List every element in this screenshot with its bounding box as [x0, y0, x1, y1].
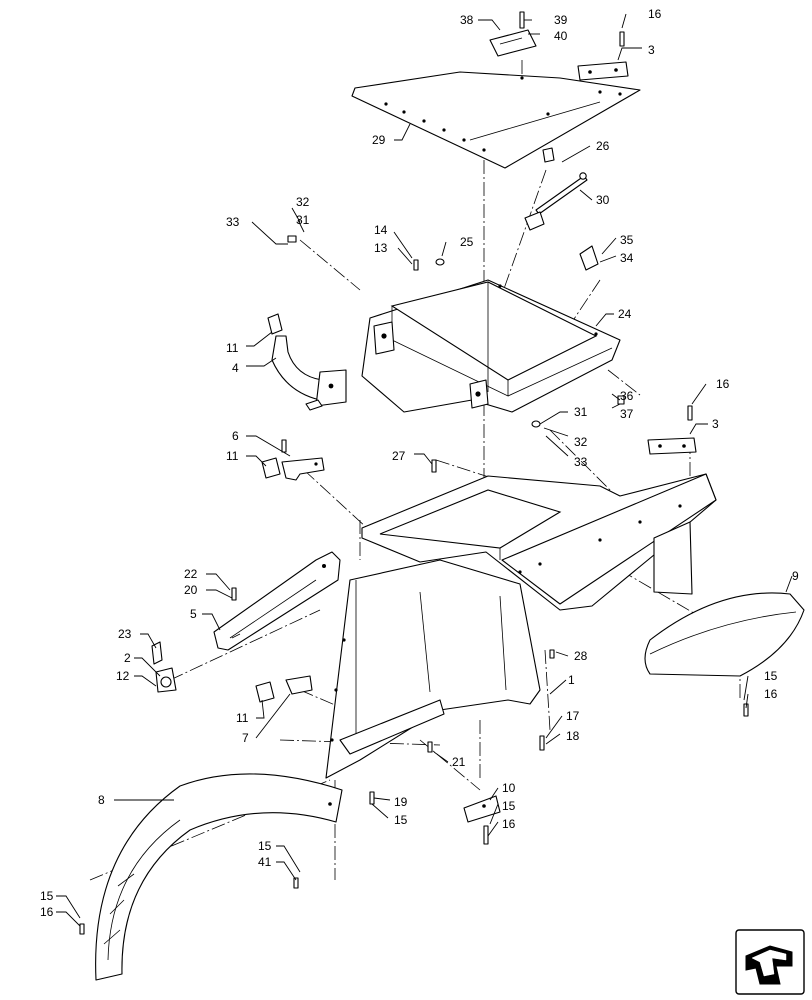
callout-30: 30 — [596, 193, 610, 207]
callout-32: 32 — [296, 195, 310, 209]
main-frame-housing — [325, 473, 717, 779]
callout-16: 16 — [716, 377, 730, 391]
callout-40: 40 — [554, 29, 568, 43]
upper-frame-box — [361, 279, 621, 413]
gas-strut — [524, 147, 599, 271]
callout-24: 24 — [618, 307, 632, 321]
callout-12: 12 — [116, 669, 130, 683]
support-arm — [213, 551, 341, 651]
callout-13: 13 — [374, 241, 388, 255]
callout-15: 15 — [40, 889, 54, 903]
mounting-plate-upper — [577, 61, 629, 81]
callout-3: 3 — [712, 417, 719, 431]
callout-2: 2 — [124, 651, 131, 665]
fender — [95, 773, 343, 981]
fasteners — [79, 11, 749, 935]
callout-25: 25 — [460, 235, 474, 249]
callout-33: 33 — [574, 455, 588, 469]
callout-11: 11 — [226, 449, 239, 463]
seat-pad — [644, 592, 805, 677]
callout-15: 15 — [258, 839, 272, 853]
callout-9: 9 — [792, 569, 799, 583]
callout-22: 22 — [184, 567, 198, 581]
callout-11: 11 — [226, 341, 239, 355]
callout-27: 27 — [392, 449, 406, 463]
leader-lines — [56, 13, 793, 927]
callout-35: 35 — [620, 233, 634, 247]
top-cover-plate — [351, 29, 641, 169]
callout-32: 32 — [574, 435, 588, 449]
callout-37: 37 — [620, 407, 634, 421]
callout-16: 16 — [648, 7, 662, 21]
next-page-arrow-icon[interactable] — [735, 929, 805, 995]
callout-16: 16 — [502, 817, 516, 831]
callout-34: 34 — [620, 251, 634, 265]
handle-rod — [267, 313, 347, 411]
alignment-lines — [89, 60, 741, 881]
callout-10: 10 — [502, 781, 516, 795]
callout-19: 19 — [394, 795, 408, 809]
callout-20: 20 — [184, 583, 198, 597]
callout-23: 23 — [118, 627, 132, 641]
callout-17: 17 — [566, 709, 580, 723]
callout-29: 29 — [372, 133, 386, 147]
callout-16: 16 — [40, 905, 54, 919]
callout-8: 8 — [98, 793, 105, 807]
callout-31: 31 — [296, 213, 310, 227]
callout-15: 15 — [502, 799, 516, 813]
callout-5: 5 — [190, 607, 197, 621]
small-bracket — [463, 795, 501, 823]
callout-39: 39 — [554, 13, 568, 27]
callout-1: 1 — [568, 673, 575, 687]
callout-7: 7 — [242, 731, 249, 745]
callout-6: 6 — [232, 429, 239, 443]
callout-38: 38 — [460, 13, 474, 27]
callout-28: 28 — [574, 649, 588, 663]
callout-18: 18 — [566, 729, 580, 743]
callout-26: 26 — [596, 139, 610, 153]
callout-3: 3 — [648, 43, 655, 57]
callout-36: 36 — [620, 389, 634, 403]
callout-labels: 38 39 40 16 3 29 26 30 33 32 31 14 13 25… — [40, 7, 799, 919]
callout-41: 41 — [258, 855, 272, 869]
callout-21: 21 — [452, 755, 466, 769]
callout-15: 15 — [764, 669, 778, 683]
callout-11: 11 — [236, 711, 249, 725]
callout-16: 16 — [764, 687, 778, 701]
knob-bracket-upper — [261, 457, 325, 481]
callout-33: 33 — [226, 215, 240, 229]
callout-31: 31 — [574, 405, 588, 419]
callout-4: 4 — [232, 361, 239, 375]
callout-15: 15 — [394, 813, 408, 827]
knob-bracket-lower — [255, 675, 313, 703]
latch-assembly — [151, 641, 177, 693]
callout-14: 14 — [374, 223, 388, 237]
mounting-plate-lower — [647, 437, 697, 455]
